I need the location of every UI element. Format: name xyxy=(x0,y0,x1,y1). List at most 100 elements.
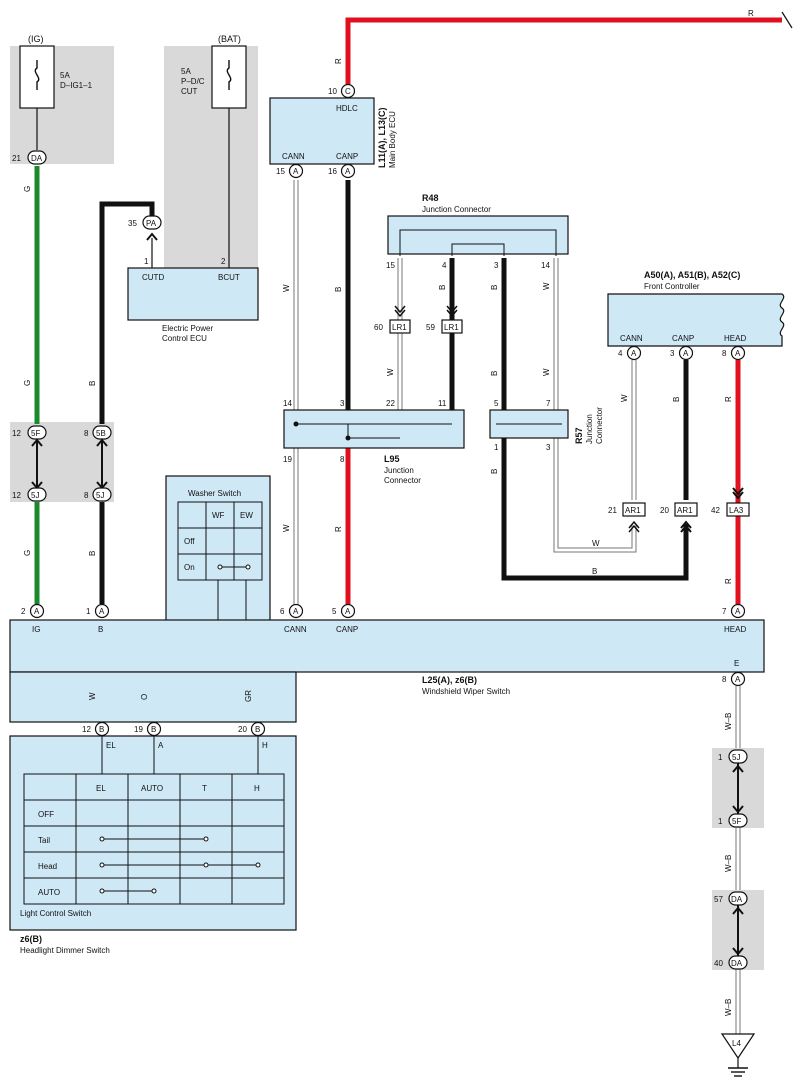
washer-dot-1 xyxy=(217,564,223,570)
pin-r48-4: 4 xyxy=(442,261,447,270)
ar1-20-chevron xyxy=(680,520,692,533)
wire-break-mark xyxy=(781,11,793,29)
conn-fc-4-code: A xyxy=(631,349,637,358)
wlabel-w-fc: W xyxy=(620,394,629,402)
pin-l95-22: 22 xyxy=(386,399,395,408)
pin-l95-19: 19 xyxy=(283,455,292,464)
ws-name: Windshield Wiper Switch xyxy=(422,687,510,696)
r48-internal xyxy=(399,229,557,256)
conn-ecu-10 xyxy=(340,83,356,99)
fc-id: A50(A), A51(B), A52(C) xyxy=(644,270,740,280)
conn-5f-code: 5F xyxy=(31,429,40,438)
fc-box xyxy=(607,293,785,347)
wlabel-g-1: G xyxy=(23,186,32,192)
left-chevron-b-up xyxy=(96,438,108,447)
fc-pin-cann: CANN xyxy=(620,334,643,343)
pin-lr1-60: 60 xyxy=(374,323,383,332)
pcu-pin-bcut: BCUT xyxy=(218,273,240,282)
lc-pin-el: EL xyxy=(106,741,116,750)
pin-ws-12: 12 xyxy=(82,725,91,734)
conn-fc-8-code: A xyxy=(735,349,741,358)
dimmer-id: z6(B) xyxy=(20,934,42,944)
pin-r57-1: 1 xyxy=(494,443,499,452)
ground-label: L4 xyxy=(732,1039,741,1048)
washer-row-off: Off xyxy=(184,537,195,546)
conn-fc-8 xyxy=(730,345,746,361)
pin-lr1-59: 59 xyxy=(426,323,435,332)
wlabel-w-r48-14b: W xyxy=(542,368,551,376)
conn-g-da-40 xyxy=(728,955,748,970)
g-chevron-1-up xyxy=(732,764,744,773)
lc-row-auto: AUTO xyxy=(38,888,60,897)
pin-ws-8: 8 xyxy=(722,675,727,684)
conn-lr1-59-code: LR1 xyxy=(444,323,459,332)
lc-row-off: OFF xyxy=(38,810,54,819)
pin-c12b: 12 xyxy=(12,491,21,500)
pin-ws-20: 20 xyxy=(238,725,247,734)
lc-head-dot-2 xyxy=(203,862,209,868)
conn-fc-3-code: A xyxy=(683,349,689,358)
pin-r57-3: 3 xyxy=(546,443,551,452)
pin-ws-1: 1 xyxy=(86,607,91,616)
ar1-21-chevron xyxy=(628,520,640,533)
wlabel-b-r57: B xyxy=(490,469,499,474)
g-chevron-2-up xyxy=(732,906,744,915)
wlabel-b-r57-h: B xyxy=(592,567,597,576)
wire-r57-black-b xyxy=(501,438,689,581)
conn-ws-1-code: A xyxy=(99,607,105,616)
r57-id: R57 xyxy=(574,427,584,444)
wire-black-b-left xyxy=(99,201,155,424)
ig-label: (IG) xyxy=(28,34,44,44)
wlabel-w-r57-h: W xyxy=(592,539,600,548)
pin-g-57: 57 xyxy=(714,895,723,904)
pin-ecu-16: 16 xyxy=(328,167,337,176)
wlabel-b-1: B xyxy=(88,381,97,386)
left-chevron-g-up xyxy=(31,438,43,447)
conn-ws-6 xyxy=(288,603,304,619)
wire-r57-white-w xyxy=(553,438,637,553)
lc-col-el: EL xyxy=(96,784,106,793)
r48-name: Junction Connector xyxy=(422,205,491,214)
conn-ws-2-code: A xyxy=(34,607,40,616)
wlabel-r-top: R xyxy=(334,58,343,64)
lc-pin-a: A xyxy=(158,741,164,750)
pin-r57-5: 5 xyxy=(494,399,499,408)
ig-fuse-box xyxy=(19,45,55,109)
conn-g-da-57 xyxy=(728,891,748,906)
wiper-switch-box xyxy=(9,619,765,673)
pin-ws-2: 2 xyxy=(21,607,26,616)
conn-lr1-59 xyxy=(441,319,463,334)
pin-r57-7: 7 xyxy=(546,399,551,408)
conn-ecu-15 xyxy=(288,163,304,179)
conn-ar1-21 xyxy=(622,502,646,517)
washer-row-on: On xyxy=(184,563,195,572)
la3-chevron xyxy=(732,487,744,500)
conn-pa-35-code: PA xyxy=(146,219,157,228)
conn-ws-6-code: A xyxy=(293,607,299,616)
wlabel-b-fc: B xyxy=(672,397,681,402)
pin-ecu-15: 15 xyxy=(276,167,285,176)
wlabel-w-ws: W xyxy=(282,524,291,532)
lc-head-dot-3 xyxy=(255,862,261,868)
conn-fc-4 xyxy=(626,345,642,361)
lc-row-tail: Tail xyxy=(38,836,50,845)
pin-la3-42: 42 xyxy=(711,506,720,515)
conn-ws-20-code: B xyxy=(255,725,260,734)
conn-la3-code: LA3 xyxy=(729,506,744,515)
r48-box xyxy=(387,215,569,255)
washer-switch-title: Washer Switch xyxy=(188,489,241,498)
r48-id: R48 xyxy=(422,193,439,203)
fc-pin-head: HEAD xyxy=(724,334,746,343)
conn-lr1-60 xyxy=(389,319,411,334)
ws-pin-b: B xyxy=(98,625,103,634)
lc-auto-dot-1 xyxy=(99,888,105,894)
pin-c8a: 8 xyxy=(84,429,89,438)
main-body-ecu xyxy=(269,97,375,165)
wlabel-w-r48-14a: W xyxy=(542,282,551,290)
conn-5j-12 xyxy=(27,487,47,502)
